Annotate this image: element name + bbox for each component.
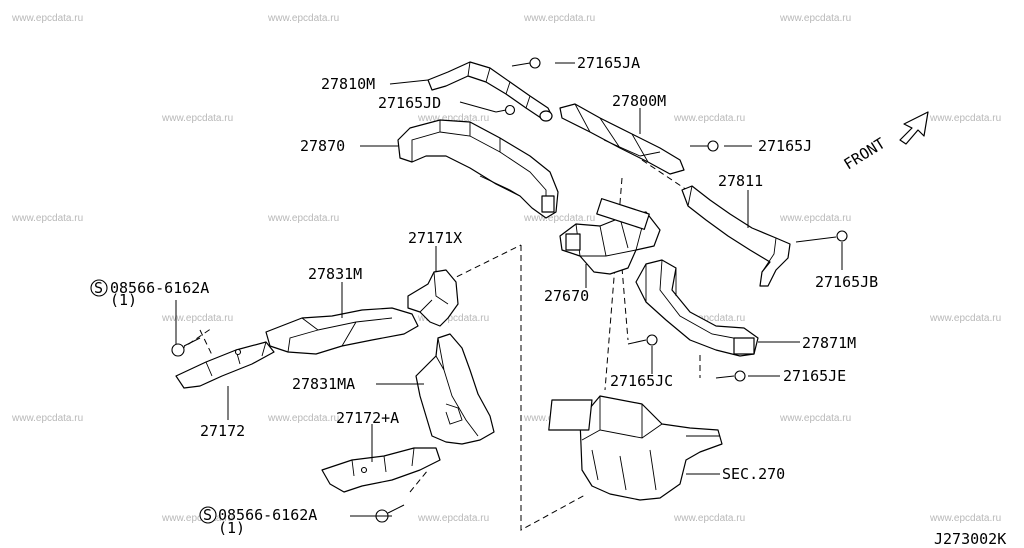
watermark: www.epcdata.ru — [417, 313, 489, 324]
watermark: www.epcdata.ru — [267, 413, 339, 424]
bolt-27165JC-icon — [627, 334, 658, 346]
quantity-upper: (1) — [110, 291, 137, 309]
standard-part-letter-lower: S — [203, 506, 212, 524]
duct-27831M — [265, 307, 419, 355]
part-label-27870: 27870 — [300, 137, 345, 155]
bolt-27165JB-icon — [795, 230, 848, 243]
part-label-27810M: 27810M — [321, 75, 375, 93]
duct-27870 — [397, 119, 559, 219]
watermark: www.epcdata.ru — [523, 13, 595, 24]
heater-unit-sec270 — [548, 395, 723, 501]
watermark: www.epcdata.ru — [267, 13, 339, 24]
part-label-27165JD: 27165JD — [378, 94, 441, 112]
watermark: www.epcdata.ru — [417, 513, 489, 524]
clip-27171X — [407, 269, 459, 327]
part-label-08566-6162A-lower: 08566-6162A — [218, 506, 317, 524]
bolts — [171, 57, 848, 523]
part-label-27165JC: 27165JC — [610, 372, 673, 390]
part-label-27172A: 27172+A — [336, 409, 399, 427]
front-direction-indicator: FRONT — [841, 111, 929, 173]
part-label-27165JA: 27165JA — [577, 54, 640, 72]
watermark: www.epcdata.ru — [11, 213, 83, 224]
watermark: www.epcdata.ru — [417, 113, 489, 124]
part-label-27172: 27172 — [200, 422, 245, 440]
duct-27831MA — [415, 333, 495, 445]
watermark: www.epcdata.ru — [929, 313, 1001, 324]
watermark: www.epcdata.ru — [161, 313, 233, 324]
watermark: www.epcdata.ru — [779, 13, 851, 24]
duct-27800M — [559, 103, 685, 175]
watermark: www.epcdata.ru — [673, 313, 745, 324]
front-label: FRONT — [841, 134, 889, 173]
part-labels: 27810M 27165JA 27165JD 27800M 27870 2716… — [90, 54, 1006, 548]
leader-lines — [175, 62, 843, 517]
watermark: www.epcdata.ru — [673, 513, 745, 524]
watermark: www.epcdata.ru — [11, 413, 83, 424]
part-label-27165JE: 27165JE — [783, 367, 846, 385]
standard-part-symbol-upper — [90, 279, 108, 297]
diagram-code: J273002K — [934, 530, 1006, 548]
part-label-08566-6162A-upper: 08566-6162A — [110, 279, 209, 297]
quantity-lower: (1) — [218, 519, 245, 537]
part-label-27670: 27670 — [544, 287, 589, 305]
watermark: www.epcdata.ru — [929, 513, 1001, 524]
screw-lower-icon — [375, 504, 405, 523]
watermark: www.epcdata.ru — [929, 113, 1001, 124]
part-label-27831MA: 27831MA — [292, 375, 355, 393]
bolt-27165JA-icon — [511, 57, 541, 69]
part-label-27800M: 27800M — [612, 92, 666, 110]
watermark: www.epcdata.ru — [779, 213, 851, 224]
duct-27871M — [635, 259, 759, 357]
part-label-sec270: SEC.270 — [722, 465, 785, 483]
watermark: www.epcdata.ru — [779, 413, 851, 424]
standard-part-symbol-lower — [199, 506, 217, 524]
bolt-27165J-icon — [690, 140, 719, 152]
part-label-27171X: 27171X — [408, 229, 462, 247]
standard-part-letter-upper: S — [94, 279, 103, 297]
bracket-27172A — [321, 447, 441, 493]
watermark: www.epcdata.ru — [267, 213, 339, 224]
bracket-27172 — [175, 341, 275, 389]
watermark: www.epcdata.ru — [161, 513, 233, 524]
watermark: www.epcdata.ru — [11, 13, 83, 24]
part-label-27831M: 27831M — [308, 265, 362, 283]
duct-27811 — [681, 185, 791, 287]
part-label-27165JB: 27165JB — [815, 273, 878, 291]
front-arrow-icon — [899, 111, 929, 145]
watermark: www.epcdata.ru — [161, 113, 233, 124]
part-label-27165J: 27165J — [758, 137, 812, 155]
watermark: www.epcdata.ru — [673, 113, 745, 124]
part-label-27871M: 27871M — [802, 334, 856, 352]
bolt-27165JE-icon — [715, 370, 746, 382]
part-label-27811: 27811 — [718, 172, 763, 190]
duct-27670 — [559, 198, 661, 275]
duct-27810M — [427, 61, 553, 122]
watermark: www.epcdata.ru — [523, 213, 595, 224]
screw-upper-icon — [171, 327, 213, 357]
bolt-27165JD-icon — [495, 104, 516, 116]
